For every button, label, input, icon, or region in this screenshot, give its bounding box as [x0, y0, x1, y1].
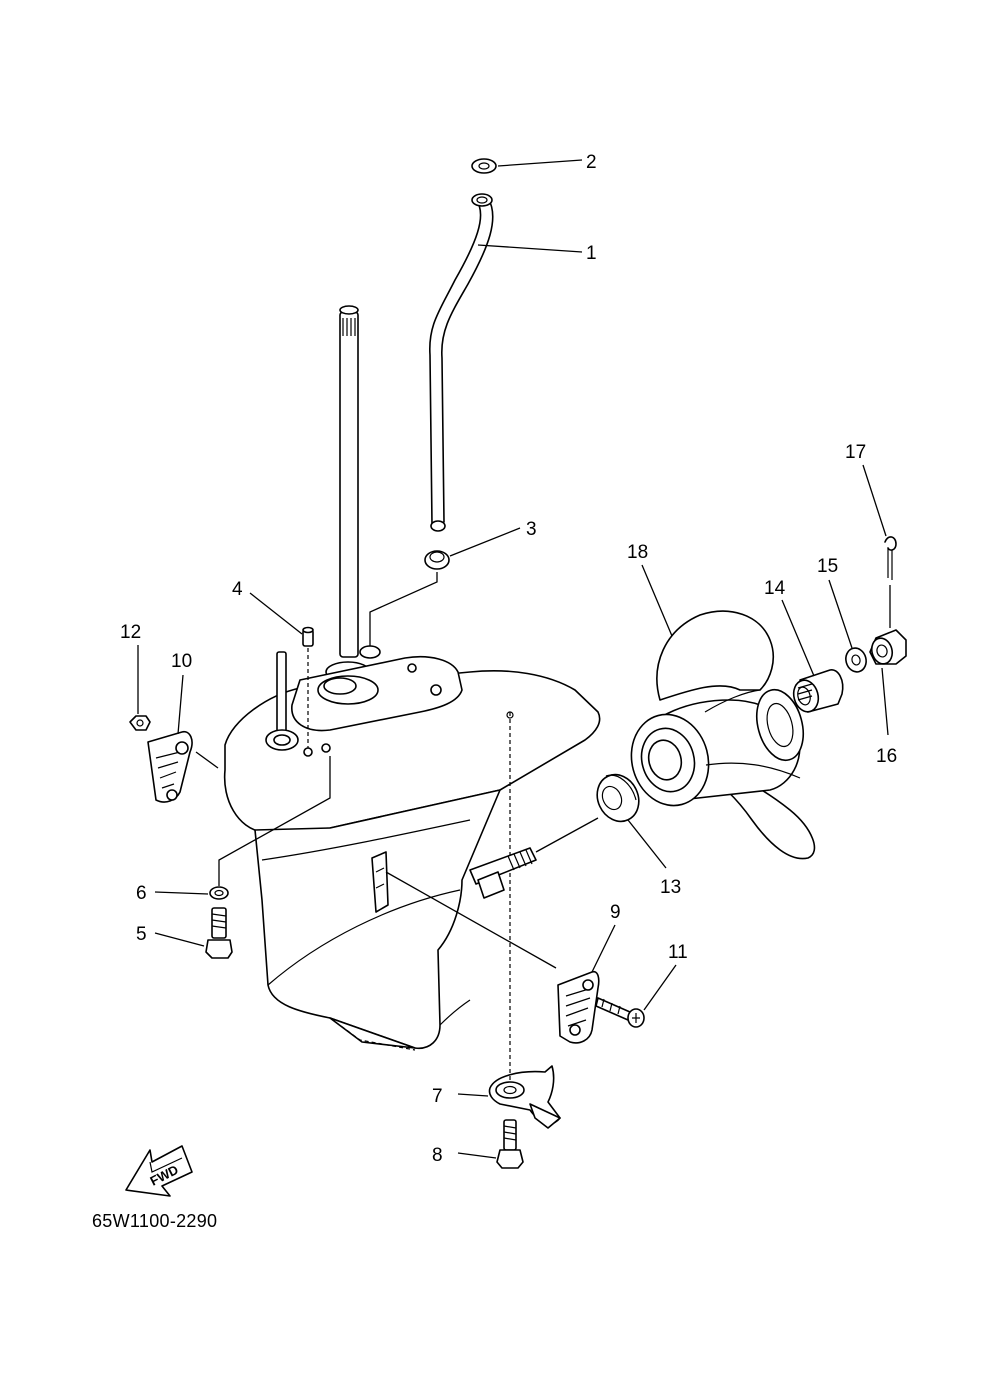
callout-14: 14 — [764, 578, 786, 599]
callout-labels: 1 2 3 4 5 6 7 8 9 10 11 12 13 14 15 16 1… — [120, 152, 897, 1166]
callout-10: 10 — [171, 651, 192, 672]
callout-5: 5 — [136, 924, 147, 945]
callout-2: 2 — [586, 152, 597, 173]
nut-12 — [129, 715, 151, 731]
cover-9 — [557, 970, 600, 1044]
drive-shaft — [265, 305, 463, 757]
callout-1: 1 — [586, 243, 597, 264]
propeller-shaft — [469, 817, 599, 899]
callout-16: 16 — [876, 746, 897, 767]
callout-8: 8 — [432, 1145, 443, 1166]
seal-3 — [424, 550, 450, 570]
dowel-pin-4 — [302, 626, 314, 748]
water-tube — [429, 193, 494, 532]
washer-6 — [209, 886, 229, 900]
bolt-5 — [205, 907, 233, 959]
cotter-pin-17 — [884, 536, 897, 628]
screw-11 — [595, 997, 645, 1028]
propeller-18 — [630, 610, 816, 860]
callout-6: 6 — [136, 883, 147, 904]
callout-7: 7 — [432, 1086, 443, 1107]
nut-16 — [869, 629, 907, 665]
callout-13: 13 — [660, 877, 681, 898]
trim-tab-7 — [488, 1065, 561, 1129]
grommet-2 — [471, 158, 497, 174]
callout-11: 11 — [668, 942, 688, 963]
callout-4: 4 — [232, 579, 243, 600]
washer-15 — [845, 647, 867, 673]
bolt-8 — [496, 1119, 524, 1169]
thrust-washer-13 — [596, 773, 640, 823]
callout-18: 18 — [627, 542, 648, 563]
callout-15: 15 — [817, 556, 838, 577]
anode-10 — [147, 730, 219, 803]
leader-lines — [137, 159, 889, 1159]
callout-17: 17 — [845, 442, 866, 463]
callout-12: 12 — [120, 622, 141, 643]
part-code-label: 65W1100-2290 — [92, 1211, 218, 1231]
spacer-14 — [792, 669, 844, 713]
callout-9: 9 — [610, 902, 621, 923]
fwd-arrow-icon: FWD — [125, 1145, 193, 1197]
callout-3: 3 — [526, 519, 537, 540]
